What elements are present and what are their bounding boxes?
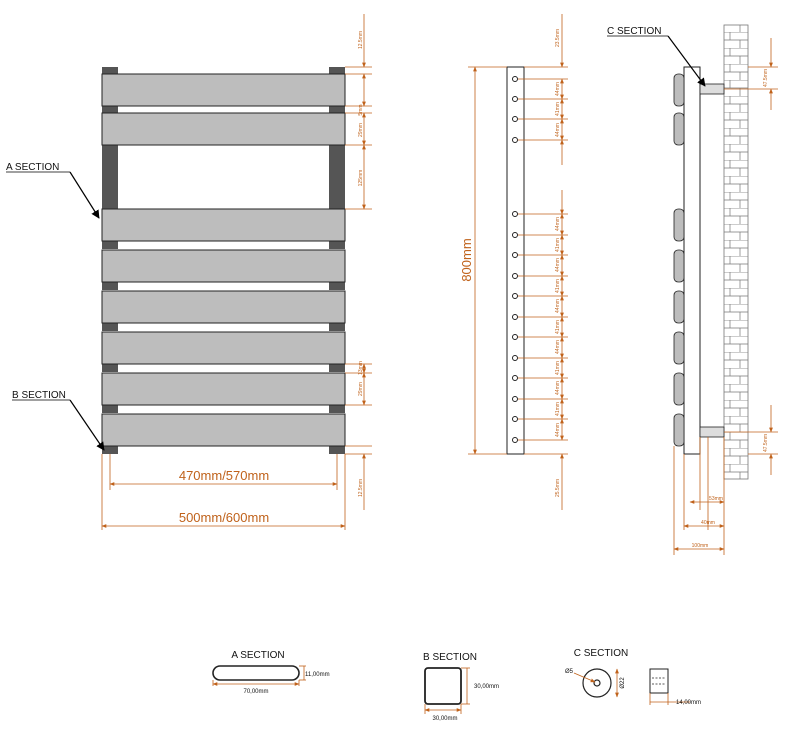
- dim-label: 41mm: [555, 279, 561, 293]
- dim-label: 44mm: [555, 258, 561, 272]
- dim-label: 41mm: [555, 361, 561, 375]
- wall-fixings: [699, 83, 725, 438]
- dim-label: 41mm: [555, 320, 561, 334]
- section-c-diameter: Ø22: [620, 677, 626, 689]
- dim-label: 5mm: [358, 104, 364, 115]
- section-c-depth: 14,00mm: [676, 700, 701, 706]
- brick-wall: [723, 24, 749, 480]
- section-b-title: B SECTION: [423, 652, 477, 663]
- section-a-width: 70,00mm: [243, 689, 268, 695]
- wall-view: C SECTION 47.5mm 47.5mm 53mm 40mm 100mm: [607, 24, 778, 555]
- height-label: 800mm: [459, 238, 474, 281]
- side-brackets: [102, 67, 345, 454]
- dim-label: 44mm: [555, 217, 561, 231]
- wall-dim-label: 47.5mm: [763, 69, 769, 87]
- bar-2: [101, 112, 346, 146]
- wall-dim-label: 40mm: [701, 520, 715, 526]
- dim-label: 12.5mm: [358, 31, 364, 49]
- dim-label: 44mm: [555, 423, 561, 437]
- side-view: 800mm: [459, 14, 568, 510]
- mounting-holes: [512, 76, 518, 443]
- dim-label: 44mm: [555, 123, 561, 137]
- dim-label: 23.5mm: [555, 29, 561, 47]
- dim-label: 41mm: [555, 238, 561, 252]
- bar-ends: [673, 73, 685, 447]
- front-horizontal-dimensions: [101, 454, 346, 530]
- bar-4: [101, 249, 346, 283]
- bar-5: [101, 290, 346, 324]
- a-section-callout: A SECTION: [6, 162, 59, 173]
- front-view: 12.5mm 5mm 29mm 125mm 13mm 29mm 12.5mm 4…: [6, 14, 372, 530]
- bar-7: [101, 372, 346, 406]
- wall-dimensions: [673, 38, 778, 555]
- dim-label: 12.5mm: [358, 479, 364, 497]
- dim-label: 29mm: [358, 123, 364, 137]
- section-c-title: C SECTION: [574, 648, 628, 659]
- front-vertical-dim-labels: 12.5mm 5mm 29mm 125mm 13mm 29mm 12.5mm: [358, 31, 364, 497]
- dim-label: 13mm: [358, 361, 364, 375]
- c-section-callout: C SECTION: [607, 26, 661, 37]
- section-b-height: 30,00mm: [474, 684, 499, 690]
- side-profile: [506, 66, 525, 455]
- dim-label: 41mm: [555, 102, 561, 116]
- dim-label: 125mm: [358, 170, 364, 187]
- bar-3: [101, 208, 346, 242]
- dim-label: 44mm: [555, 82, 561, 96]
- bar-8: [101, 413, 346, 447]
- section-b-width: 30,00mm: [432, 716, 457, 722]
- dim-label: 41mm: [555, 402, 561, 416]
- section-c-hole: Ø5: [565, 669, 574, 675]
- dim-label: 25.5mm: [555, 479, 561, 497]
- hole-pitch-dimensions: [518, 14, 568, 510]
- dim-label: 44mm: [555, 299, 561, 313]
- front-vertical-dimensions: [345, 14, 372, 510]
- section-c-detail: C SECTION Ø5 Ø22 14,00mm: [565, 648, 701, 706]
- hole-pitch-labels: 23.5mm 44mm 41mm 44mm 44mm 41mm 44mm 41m…: [555, 29, 561, 497]
- section-a-detail: A SECTION 70,00mm 11,00mm: [212, 650, 330, 695]
- b-section-callout: B SECTION: [12, 390, 66, 401]
- dim-label: 44mm: [555, 381, 561, 395]
- dim-label: 29mm: [358, 382, 364, 396]
- wall-dim-label: 100mm: [692, 543, 709, 549]
- wall-dim-label: 47.5mm: [763, 434, 769, 452]
- inner-width-label: 470mm/570mm: [179, 468, 269, 483]
- height-dimension: [468, 66, 507, 455]
- outer-width-label: 500mm/600mm: [179, 510, 269, 525]
- radiator-profile: [683, 66, 701, 455]
- section-b-detail: B SECTION 30,00mm 30,00mm: [423, 652, 499, 722]
- wall-dim-label: 53mm: [709, 496, 723, 502]
- section-a-height: 11,00mm: [305, 672, 330, 678]
- section-a-title: A SECTION: [231, 650, 284, 661]
- bar-1: [101, 73, 346, 107]
- dim-label: 44mm: [555, 340, 561, 354]
- heating-bars: [101, 73, 346, 447]
- bar-6: [101, 331, 346, 365]
